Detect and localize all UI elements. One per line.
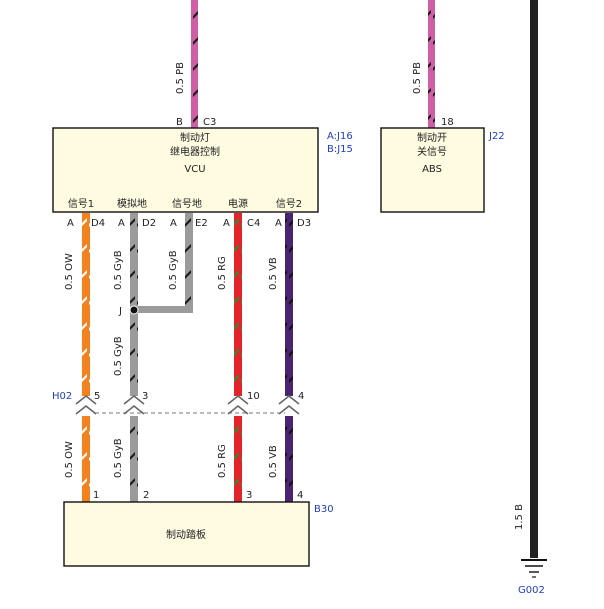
vcu-pin-label-power: 电源 [228,197,248,210]
wire-gyb-upper [130,213,138,396]
h02-pin-symbol-4 [278,394,300,415]
wire-rg-upper [234,213,242,396]
vcu-pin-5: D3 [297,218,311,229]
wire-vb-upper [285,213,293,396]
wire-label-vb-lower: 0.5 VB [268,445,279,478]
abs-top-pin: 18 [441,117,454,128]
h02-connector-name: H02 [52,391,72,402]
h02-pin-1: 5 [94,391,100,402]
vcu-connector-b: B:J15 [327,144,353,155]
h02-pin-2: 3 [142,391,148,402]
wire-vb-lower [285,416,293,502]
vcu-title-line1: 制动灯 [180,131,210,144]
h02-pin-4: 4 [298,391,304,402]
wire-gyb-splice-link [134,306,193,313]
wire-gyb-e2 [185,213,193,311]
abs-connector: J22 [488,131,505,142]
wire-label-pb-vcu: 0.5 PB [175,62,186,94]
wire-ow-upper [82,213,90,396]
wire-rg-lower [234,416,242,502]
vcu-pin-side-5: A [275,218,282,229]
ground-icon [521,559,547,578]
vcu-pin-3: E2 [195,218,208,229]
brake-pedal-connector: B30 [314,504,334,515]
vcu-pin-1: D4 [91,218,105,229]
ground-name: G002 [518,585,545,596]
wire-label-gyb-lower: 0.5 GyB [113,438,124,478]
wire-ow-lower [82,416,90,502]
wire-label-rg-upper: 0.5 RG [217,256,228,290]
vcu-pin-2: D2 [142,218,156,229]
wire-label-gyb-e2: 0.5 GyB [168,250,179,290]
wire-label-pb-abs: 0.5 PB [412,62,423,94]
vcu-pin-label-signal-ground: 信号地 [172,197,202,210]
vcu-pin-side-4: A [223,218,230,229]
abs-module [380,127,485,213]
vcu-pin-side-1: A [67,218,74,229]
abs-title-line2: 关信号 [417,145,447,158]
vcu-pin-label-analog-ground: 模拟地 [117,197,147,210]
wire-b-ground [530,0,538,558]
h02-pin-3: 10 [247,391,260,402]
vcu-connector-a: A:J16 [327,131,353,142]
wire-pb-vcu [191,0,198,128]
h02-pin-symbol-3 [227,394,249,415]
brake-pedal-name: 制动踏板 [166,528,206,541]
vcu-top-pin: C3 [203,117,216,128]
splice-name: J [118,306,122,317]
vcu-module [52,127,319,213]
wire-label-vb-upper: 0.5 VB [268,257,279,290]
wire-pb-abs [428,0,435,128]
wire-label-gyb-splice: 0.5 GyB [113,336,124,376]
wire-label-rg-lower: 0.5 RG [217,444,228,478]
wire-label-ow-upper: 0.5 OW [64,253,75,290]
vcu-pin-side-3: A [170,218,177,229]
h02-pin-symbol-2 [123,394,145,415]
vcu-pin-side-2: A [118,218,125,229]
vcu-name: VCU [184,164,205,175]
vcu-top-pin-side: B [176,117,183,128]
splice-point [129,305,139,315]
brake-pedal-module [63,501,310,567]
abs-title-line1: 制动开 [417,131,447,144]
pedal-pin-2: 2 [143,490,149,501]
wire-gyb-lower [130,416,138,502]
pedal-pin-3: 3 [246,490,252,501]
wire-label-gyb-upper: 0.5 GyB [113,250,124,290]
h02-pin-symbol-1 [75,394,97,415]
wire-label-ground: 1.5 B [514,504,525,530]
abs-name: ABS [422,164,442,175]
pedal-pin-4: 4 [297,490,303,501]
wire-label-ow-lower: 0.5 OW [64,441,75,478]
vcu-pin-4: C4 [247,218,260,229]
pedal-pin-1: 1 [93,490,99,501]
vcu-pin-label-signal1: 信号1 [68,198,94,210]
vcu-title-line2: 继电器控制 [170,145,220,158]
vcu-pin-label-signal2: 信号2 [276,198,302,210]
